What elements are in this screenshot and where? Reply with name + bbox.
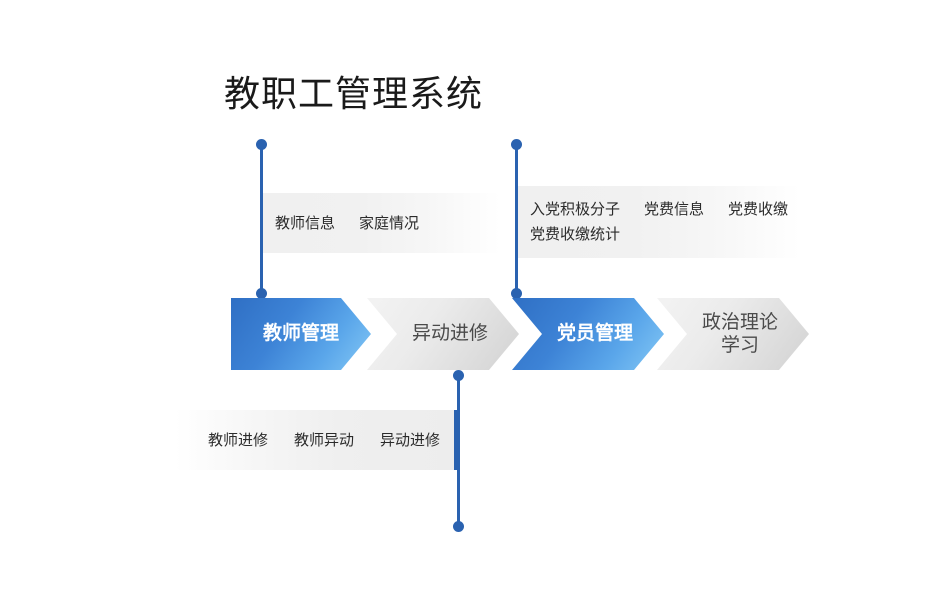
process-step-transfer-training[interactable]: 异动进修 [367, 298, 519, 370]
page-title: 教职工管理系统 [224, 73, 484, 114]
process-step-political-theory-study[interactable]: 政治理论 学习 [657, 298, 809, 370]
process-step-teacher-management[interactable]: 教师管理 [231, 298, 371, 370]
callout-transfer-training: 教师进修 教师异动 异动进修 [175, 410, 457, 470]
callout-item[interactable]: 党费信息 [644, 201, 705, 218]
process-step-party-member-management[interactable]: 党员管理 [512, 298, 664, 370]
callout-item[interactable]: 家庭情况 [359, 214, 420, 232]
connector-transfer-training [457, 376, 460, 528]
connector-dot-teacher-top [256, 139, 267, 150]
process-step-label: 教师管理 [262, 323, 339, 345]
callout-teacher-management: 教师信息 家庭情况 [260, 193, 500, 253]
connector-dot-party-bottom [511, 288, 522, 299]
process-step-label: 异动进修 [411, 323, 488, 345]
callout-line: 教师进修 教师异动 异动进修 [175, 428, 454, 453]
connector-dot-teacher-bottom [256, 288, 267, 299]
callout-item[interactable]: 异动进修 [379, 431, 440, 449]
callout-line: 教师信息 家庭情况 [263, 211, 500, 236]
process-step-label: 党员管理 [556, 323, 633, 345]
callout-line: 入党积极分子 党费信息 党费收缴 [518, 197, 800, 222]
callout-item[interactable]: 党费收缴 [728, 201, 789, 218]
process-chevron-row: 教师管理 异动进修 党员管理 政治理论 学习 [231, 298, 776, 370]
callout-item[interactable]: 教师信息 [275, 214, 336, 232]
connector-dot-party-top [511, 139, 522, 150]
callout-item[interactable]: 入党积极分子 [530, 201, 621, 218]
callout-party-member-management: 入党积极分子 党费信息 党费收缴 党费收缴统计 [515, 186, 800, 258]
connector-dot-transfer-top [453, 370, 464, 381]
callout-item[interactable]: 教师进修 [207, 431, 268, 449]
process-step-label: 政治理论 学习 [701, 311, 778, 356]
connector-dot-transfer-bottom [453, 521, 464, 532]
callout-item[interactable]: 党费收缴统计 [530, 226, 621, 243]
callout-item[interactable]: 教师异动 [293, 431, 354, 449]
callout-line: 党费收缴统计 [518, 222, 800, 247]
